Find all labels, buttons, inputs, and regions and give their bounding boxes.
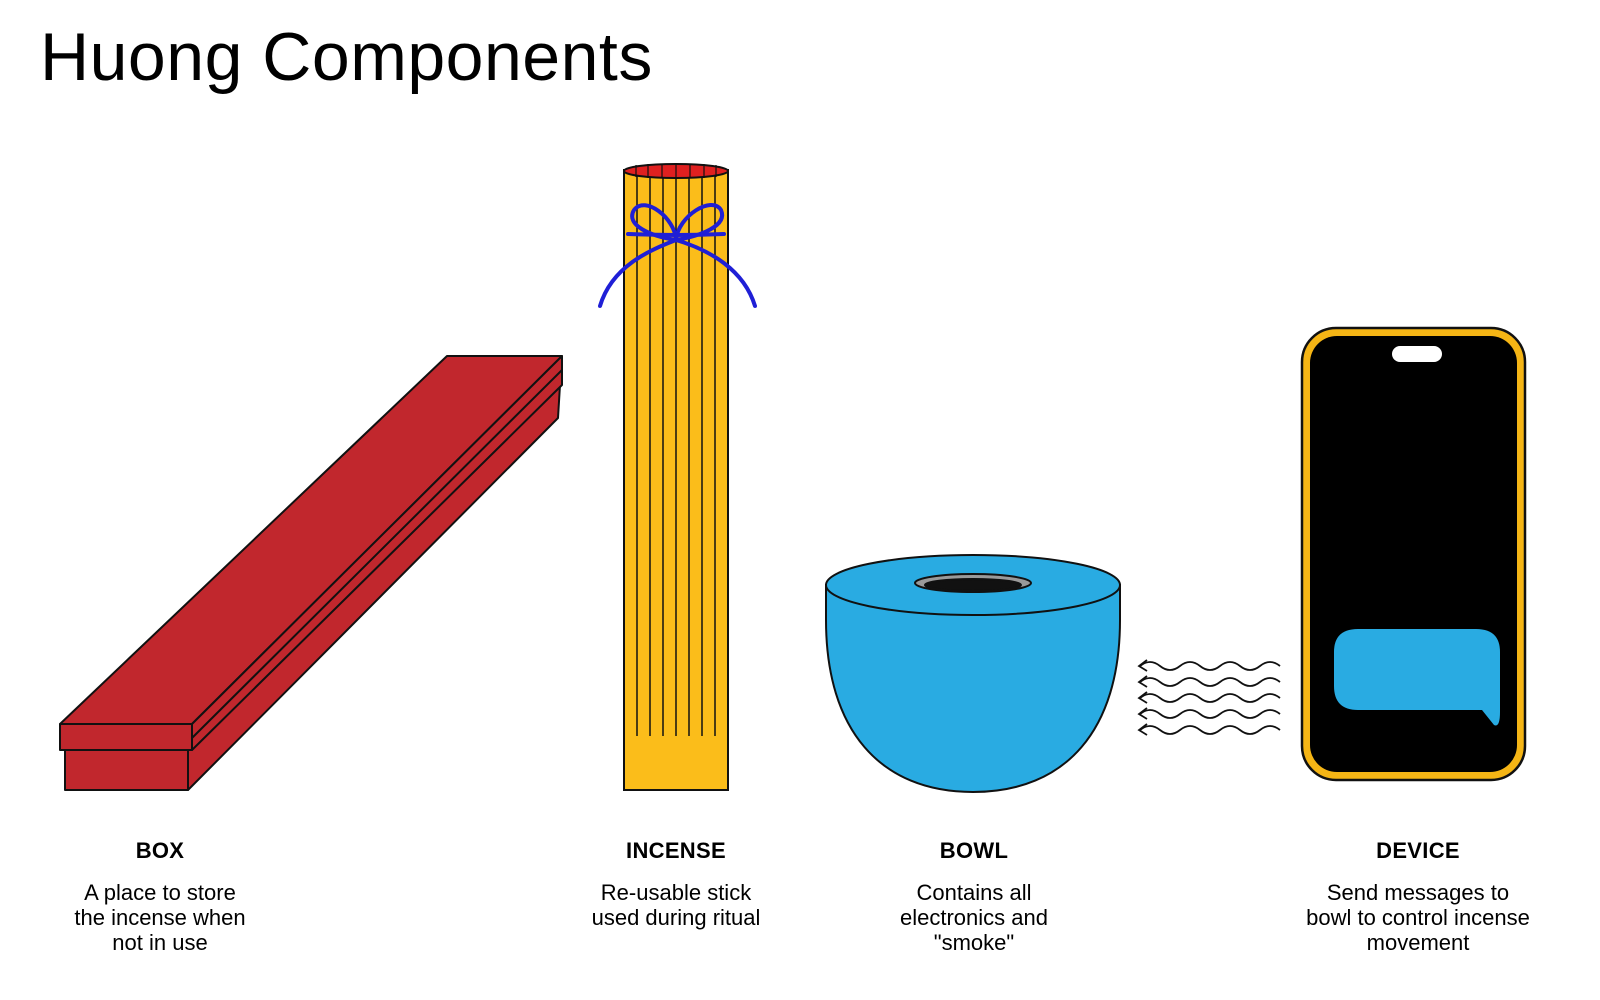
caption-description: Send messages to bowl to control incense… [1306, 880, 1530, 955]
caption-device: DEVICE Send messages to bowl to control … [1268, 838, 1568, 955]
caption-description: Contains all electronics and "smoke" [900, 880, 1048, 955]
caption-title: DEVICE [1376, 838, 1460, 863]
camera-pill-icon [1392, 346, 1442, 362]
bowl-icon [825, 554, 1121, 794]
caption-title: BOX [135, 838, 185, 863]
page-title: Huong Components [40, 19, 653, 95]
message-bubble-icon [1334, 629, 1500, 726]
caption-description: Re-usable stick used during ritual [591, 880, 761, 930]
ribbon-bow-icon [598, 203, 757, 308]
caption-description: A place to store the incense when not in… [74, 880, 246, 955]
caption-box: BOX A place to store the incense when no… [10, 838, 310, 955]
smartphone-icon [1300, 326, 1527, 782]
caption-incense: INCENSE Re-usable stick used during ritu… [526, 838, 826, 930]
incense-box-icon [59, 355, 563, 791]
caption-bowl: BOWL Contains all electronics and "smoke… [824, 838, 1124, 955]
caption-title: BOWL [939, 838, 1009, 863]
caption-title: INCENSE [626, 838, 726, 863]
signal-waves-icon [1137, 659, 1281, 736]
incense-stick-icon [598, 163, 757, 791]
